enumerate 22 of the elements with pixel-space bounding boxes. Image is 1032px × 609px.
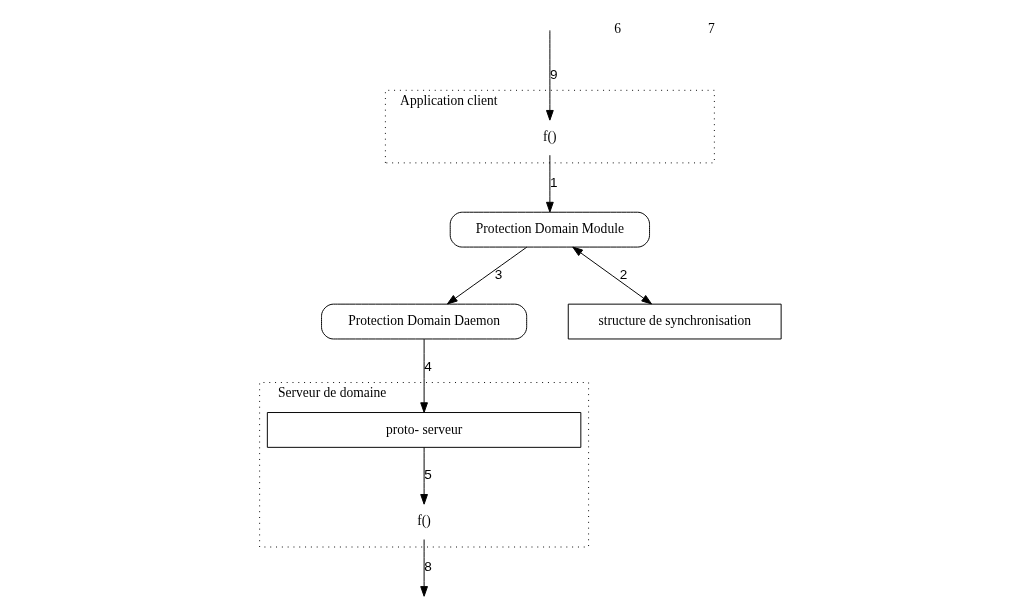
arrow (545, 29, 554, 121)
node-text: f() (416, 513, 431, 529)
node-box: structure de synchronisation (567, 303, 782, 340)
arrow (571, 246, 652, 305)
node-box: Protection Domain Module (449, 211, 650, 248)
arrow (419, 539, 428, 597)
node-box: Protection Domain Daemon (320, 303, 527, 340)
edge-label: 5 (423, 467, 432, 483)
node-text: f() (542, 129, 557, 145)
arrow (419, 338, 428, 413)
arrow (419, 446, 428, 505)
edge-label: 8 (423, 559, 432, 575)
edge-label: 9 (549, 66, 558, 82)
label: 7 (707, 20, 715, 36)
edge-label: 3 (494, 267, 502, 283)
edge-label: 2 (619, 267, 627, 283)
edge-label: 1 (549, 175, 558, 191)
arrow (545, 154, 554, 213)
label: 6 (613, 20, 621, 36)
node-box: proto- serveur (266, 412, 581, 448)
arrow (446, 246, 527, 305)
edge-label: 4 (423, 359, 432, 375)
